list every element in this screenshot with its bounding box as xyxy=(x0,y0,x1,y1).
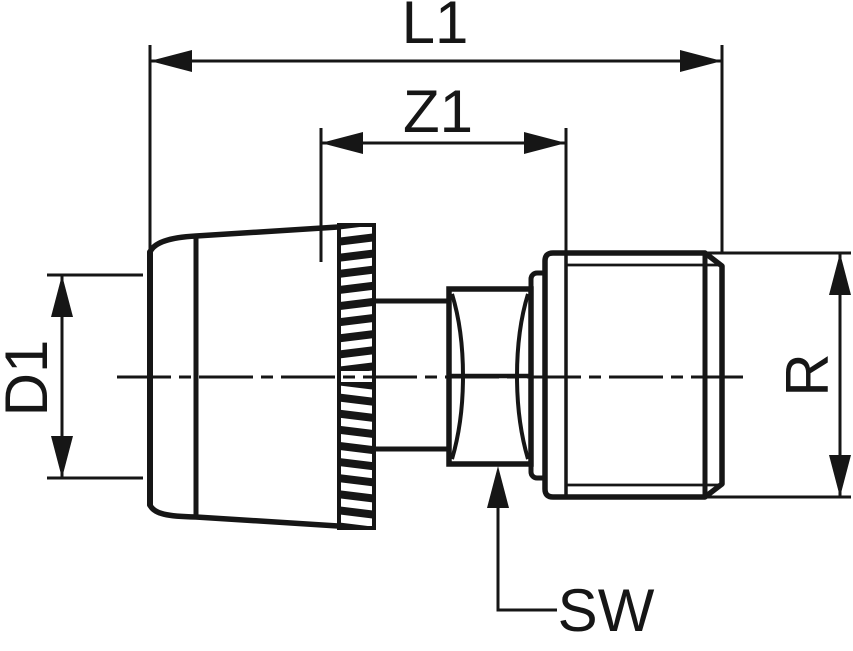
d1-arrow-bottom xyxy=(51,436,73,478)
sw-leader-line xyxy=(496,500,557,612)
dim-label-l1: L1 xyxy=(401,0,469,56)
dimension-z1 xyxy=(319,128,568,262)
dim-label-r: R xyxy=(774,353,841,397)
dim-label-sw: SW xyxy=(557,577,655,644)
dimension-d1 xyxy=(47,273,143,480)
z1-arrow-right xyxy=(524,132,566,154)
threaded-stem xyxy=(542,250,725,500)
sw-arrow xyxy=(487,466,509,508)
dimension-l1 xyxy=(148,45,724,252)
dimension-r xyxy=(703,251,851,499)
r-arrow-top xyxy=(829,253,851,295)
leader-sw xyxy=(487,466,557,612)
thread-outline xyxy=(542,250,725,500)
z1-arrow-left xyxy=(321,132,363,154)
dim-label-d1: D1 xyxy=(0,339,60,417)
d1-arrow-top xyxy=(51,275,73,317)
l1-arrow-left xyxy=(150,50,192,72)
r-arrow-bottom xyxy=(829,455,851,497)
dim-label-z1: Z1 xyxy=(402,78,474,145)
l1-arrow-right xyxy=(680,50,722,72)
neck xyxy=(376,298,447,452)
